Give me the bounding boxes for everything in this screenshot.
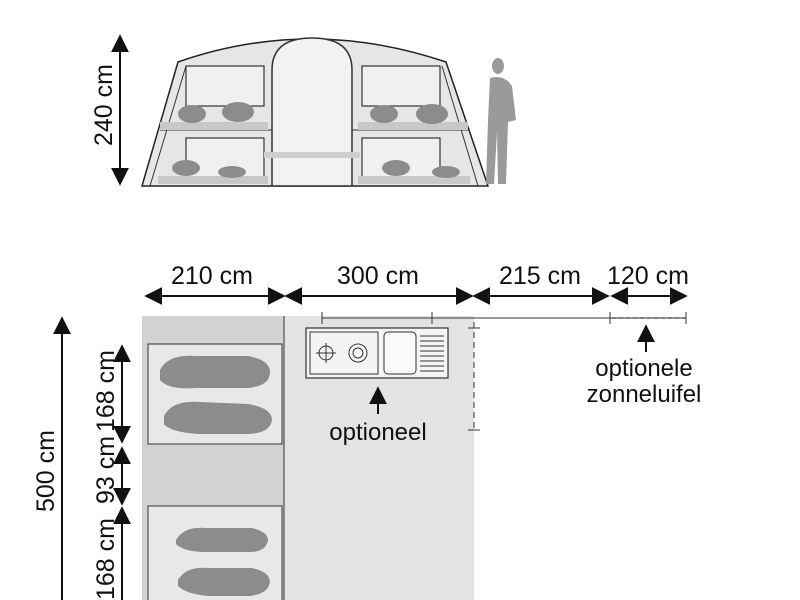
optional-kitchen — [305, 327, 449, 379]
height-label: 240 cm — [90, 64, 118, 146]
bedroom-2-label: 168 cm — [92, 518, 120, 600]
stove-top — [309, 331, 379, 375]
floor-plan: 210 cm 300 cm 215 cm 120 cm — [32, 262, 701, 600]
side-elevation: 240 cm — [90, 34, 516, 187]
burner-2-inner — [352, 347, 364, 359]
lower-left-bunk — [158, 176, 268, 184]
elevation-sleepers — [172, 102, 460, 178]
width-label-section-2: 300 cm — [337, 262, 419, 290]
corridor-label: 93 cm — [92, 436, 120, 504]
awning-note-line-1: optionele — [595, 355, 692, 382]
burner-2 — [348, 343, 368, 363]
width-label-section-3: 215 cm — [499, 262, 581, 290]
drainer-board — [420, 335, 444, 372]
lower-right-bunk — [358, 176, 470, 184]
upper-left-bunk — [160, 122, 268, 130]
plan-sleepers — [160, 355, 272, 596]
width-label-section-1: 210 cm — [171, 262, 253, 290]
sink-basin — [383, 331, 417, 375]
middle-table — [264, 152, 360, 158]
bedroom-1-label: 168 cm — [92, 350, 120, 432]
kitchen-note: optioneel — [329, 419, 426, 446]
width-label-section-4: 120 cm — [607, 262, 689, 290]
depth-label: 500 cm — [32, 430, 60, 512]
upper-left-window — [185, 65, 265, 107]
awning-note-line-2: zonneluifel — [587, 381, 702, 408]
door-arch — [271, 37, 353, 187]
upper-right-window — [361, 65, 441, 107]
upper-right-bunk — [358, 122, 468, 130]
person-figure — [486, 58, 516, 184]
